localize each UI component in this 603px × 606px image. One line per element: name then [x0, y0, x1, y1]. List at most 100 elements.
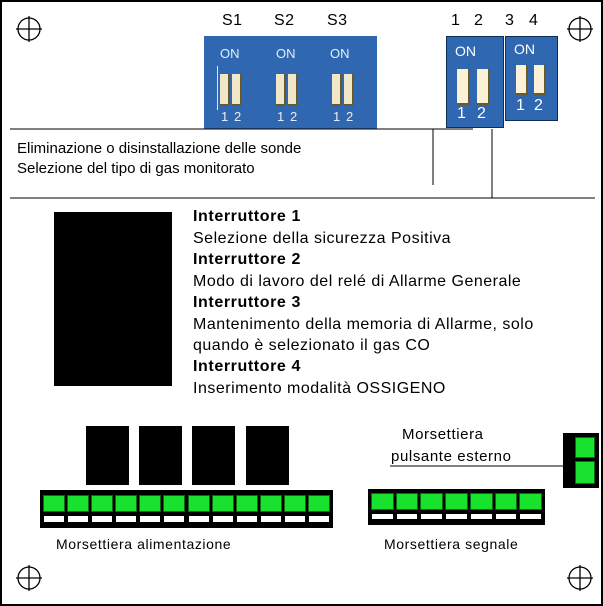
dip-switch-3-4: ON 1 2 — [505, 36, 558, 121]
terminal-slot — [395, 513, 419, 520]
power-terminal-label: Morsettiera alimentazione — [56, 536, 232, 552]
terminal-pin[interactable] — [283, 495, 306, 512]
switch-4-heading: Interruttore 4 — [193, 358, 301, 375]
jumper-pin[interactable] — [288, 74, 298, 106]
relay-block — [54, 212, 172, 386]
jumper-pin[interactable] — [276, 74, 286, 106]
jumper-pin[interactable] — [344, 74, 354, 106]
terminal-slot — [67, 515, 90, 523]
terminal-pin[interactable] — [235, 495, 258, 512]
dip-switch-1-2: ON 1 2 — [446, 36, 504, 128]
terminal-slot — [211, 515, 234, 523]
pin-number: 2 — [534, 97, 543, 114]
dip-label-2: 2 — [474, 12, 484, 29]
terminal-pin[interactable] — [420, 493, 444, 510]
terminal-slot — [43, 515, 66, 523]
terminal-slot — [139, 515, 162, 523]
dip-label-3: 3 — [505, 12, 515, 29]
terminal-pin[interactable] — [91, 495, 114, 512]
separator — [217, 66, 218, 110]
terminal-pin[interactable] — [115, 495, 138, 512]
terminal-pin[interactable] — [575, 437, 595, 458]
signal-terminal-label: Morsettiera segnale — [384, 536, 519, 552]
jumper-on-label-s2: ON — [276, 46, 296, 61]
switch-3-text-2: quando è selezionato il gas CO — [193, 337, 431, 354]
terminal-pin[interactable] — [395, 493, 419, 510]
pin-number: 1 — [333, 109, 341, 124]
description-line-2: Selezione del tipo di gas monitorato — [17, 160, 255, 177]
switch-2-text: Modo di lavoro del relé di Allarme Gener… — [193, 273, 522, 290]
jumper-bank-s1-s3: ON ON ON 1 2 1 2 1 2 — [204, 36, 377, 129]
mounting-hole-icon — [16, 565, 42, 591]
switch-3-text-1: Mantenimento della memoria di Allarme, s… — [193, 316, 534, 333]
terminal-pin[interactable] — [575, 461, 595, 484]
description-line-1: Eliminazione o disinstallazione delle so… — [17, 140, 302, 157]
terminal-slot — [307, 515, 330, 523]
terminal-slot — [469, 513, 493, 520]
terminal-slot — [519, 513, 542, 520]
terminal-pin[interactable] — [187, 495, 210, 512]
mounting-hole-icon — [567, 565, 593, 591]
terminal-slot — [283, 515, 306, 523]
pin-number: 2 — [477, 105, 486, 122]
terminal-slot — [371, 513, 394, 520]
switch-label-s3: S3 — [327, 12, 348, 29]
external-button-label-2: pulsante esterno — [391, 448, 512, 465]
dip-on-label: ON — [514, 41, 535, 57]
dip-lever-2[interactable] — [477, 69, 490, 105]
terminal-slot — [445, 513, 468, 520]
terminal-pin[interactable] — [519, 493, 542, 510]
terminal-slot — [494, 513, 518, 520]
external-button-label-1: Morsettiera — [402, 426, 484, 443]
pin-number: 1 — [221, 109, 229, 124]
pin-number: 1 — [457, 105, 466, 122]
terminal-slot — [235, 515, 258, 523]
pin-number: 2 — [234, 109, 242, 124]
terminal-pin[interactable] — [139, 495, 162, 512]
relay — [86, 426, 129, 485]
dip-label-1: 1 — [451, 12, 461, 29]
switch-label-s2: S2 — [274, 12, 295, 29]
terminal-slot — [115, 515, 138, 523]
switch-label-s1: S1 — [222, 12, 243, 29]
jumper-pin[interactable] — [220, 74, 230, 106]
terminal-pin[interactable] — [469, 493, 493, 510]
relay — [246, 426, 289, 485]
terminal-slot — [187, 515, 210, 523]
switch-2-heading: Interruttore 2 — [193, 251, 301, 268]
terminal-pin[interactable] — [211, 495, 234, 512]
pin-number: 2 — [290, 109, 298, 124]
dip-on-label: ON — [455, 43, 476, 59]
terminal-slot — [420, 513, 444, 520]
pin-number: 2 — [346, 109, 354, 124]
mounting-hole-icon — [16, 16, 42, 42]
pin-number: 1 — [516, 97, 525, 114]
terminal-pin[interactable] — [445, 493, 468, 510]
signal-terminal-strip — [368, 489, 545, 525]
switch-3-heading: Interruttore 3 — [193, 294, 301, 311]
dip-lever-1[interactable] — [457, 69, 470, 105]
relay — [139, 426, 182, 485]
terminal-pin[interactable] — [259, 495, 282, 512]
terminal-pin[interactable] — [43, 495, 66, 512]
pin-number: 1 — [277, 109, 285, 124]
terminal-pin[interactable] — [494, 493, 518, 510]
jumper-pin[interactable] — [332, 74, 342, 106]
dip-lever-4[interactable] — [534, 65, 546, 95]
jumper-pin[interactable] — [232, 74, 242, 106]
terminal-pin[interactable] — [163, 495, 186, 512]
terminal-pin[interactable] — [307, 495, 330, 512]
terminal-slot — [91, 515, 114, 523]
terminal-slot — [259, 515, 282, 523]
switch-1-text: Selezione della sicurezza Positiva — [193, 230, 452, 247]
jumper-on-label-s3: ON — [330, 46, 350, 61]
terminal-pin[interactable] — [371, 493, 394, 510]
dip-lever-3[interactable] — [516, 65, 528, 95]
jumper-on-label-s1: ON — [220, 46, 240, 61]
power-terminal-strip — [40, 490, 333, 528]
switch-1-heading: Interruttore 1 — [193, 208, 301, 225]
terminal-pin[interactable] — [67, 495, 90, 512]
switch-4-text: Inserimento modalità OSSIGENO — [193, 380, 446, 397]
